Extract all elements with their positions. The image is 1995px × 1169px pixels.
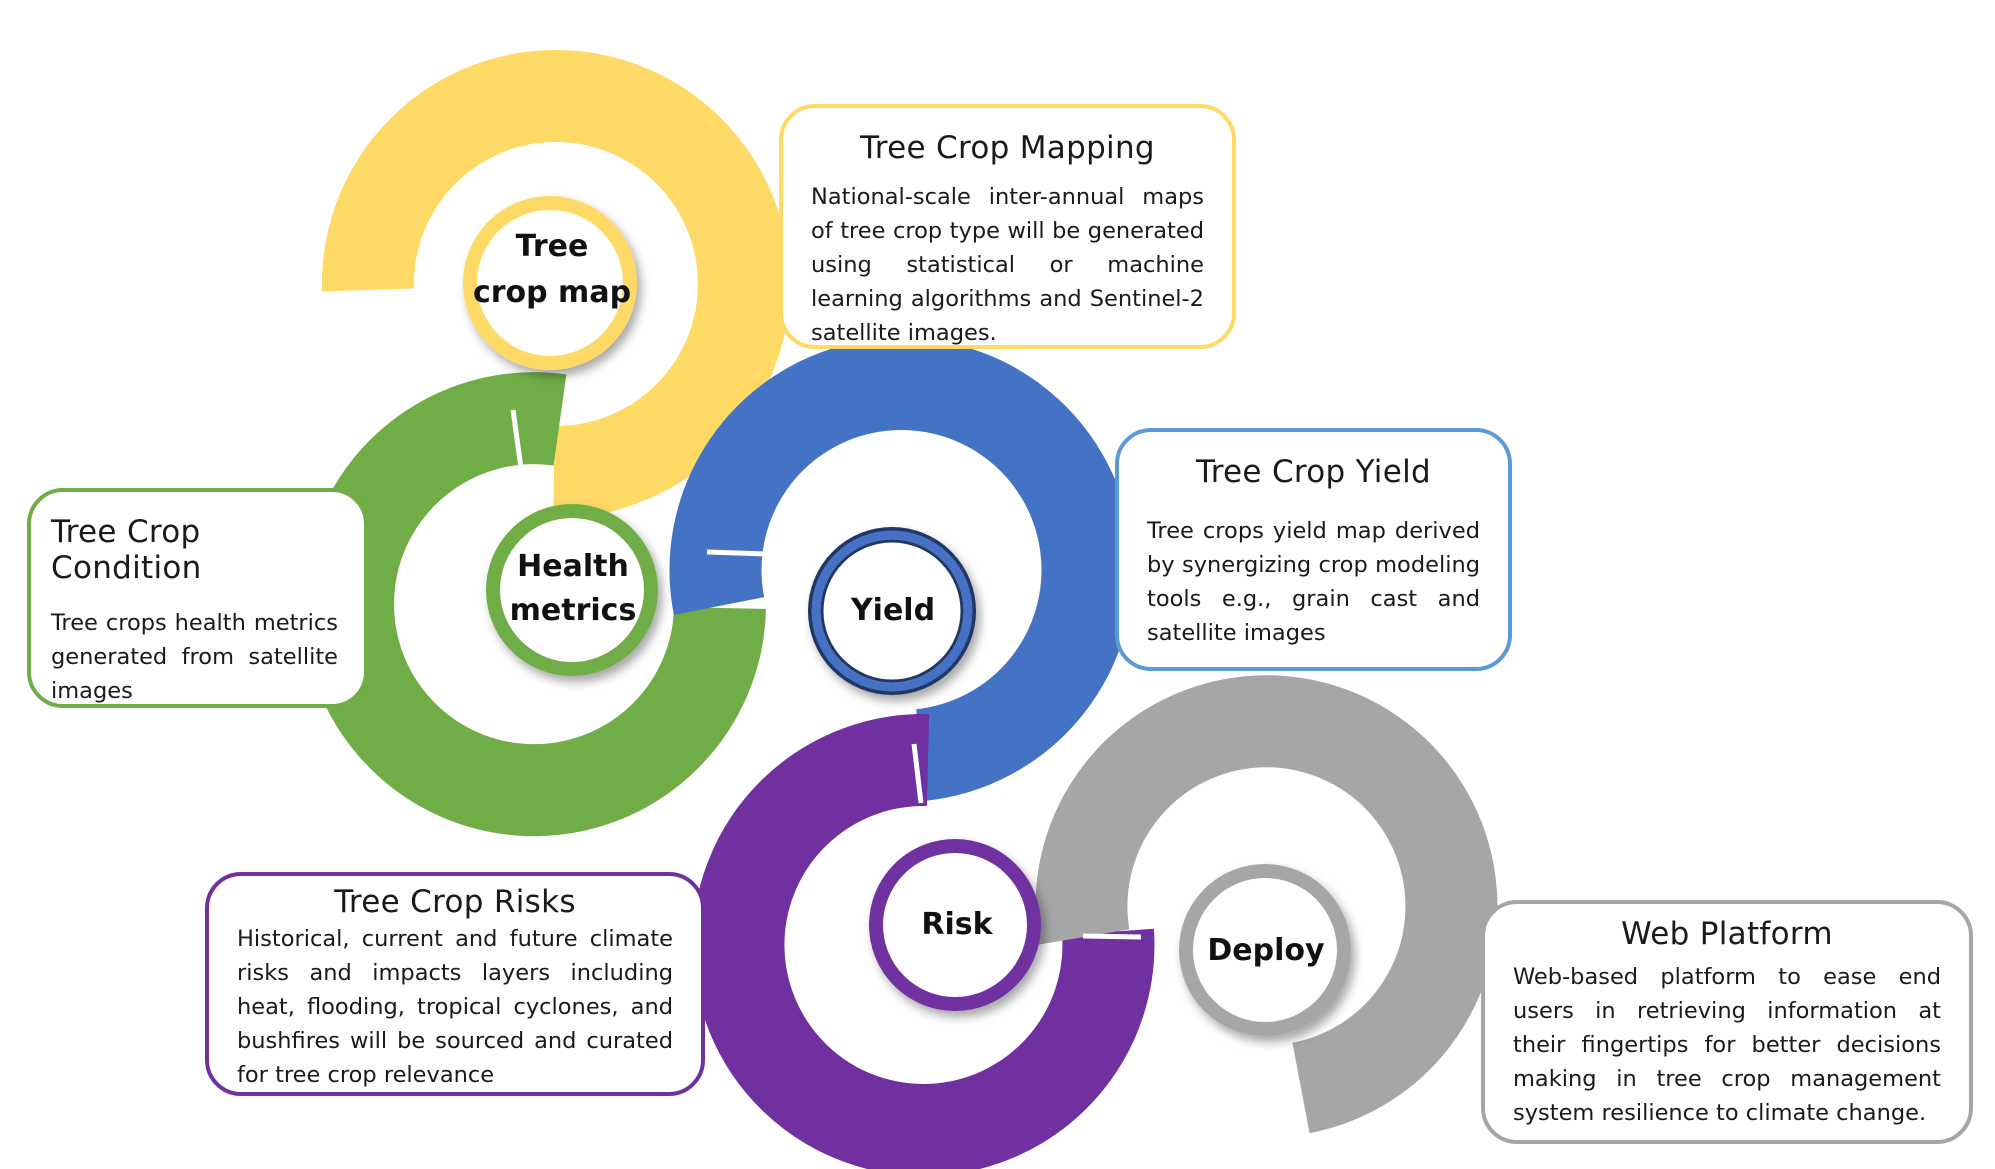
health-metrics-arc [302,372,766,837]
risk-node [869,839,1041,1011]
health-metrics-label-line2: metrics [510,593,637,628]
web-platform-box: Web Platform Web-based platform to ease … [1481,900,1973,1144]
tree-crop-map-label-line1: Tree [516,229,589,264]
deploy-node [1179,864,1351,1036]
yield-arc [669,338,1134,801]
yield-label: Yield [850,593,935,628]
tree-crop-yield-title: Tree Crop Yield [1196,454,1431,490]
web-platform-text: Web-based platform to ease end users in … [1513,964,1941,1126]
deploy-arc [1035,675,1498,1134]
tree-crop-mapping-text: National-scale inter-annual maps of tree… [811,184,1204,346]
tree-crop-mapping-title: Tree Crop Mapping [860,130,1155,166]
deploy-label: Deploy [1207,933,1325,968]
tree-crop-condition-title: Tree Crop Condition [51,514,202,586]
tree-crop-risks-box: Tree Crop Risks Historical, current and … [205,872,705,1096]
tree-crop-risks-title: Tree Crop Risks [334,884,576,920]
tree-crop-map-label-line2: crop map [473,275,631,310]
tree-crop-map-arc [321,50,790,519]
tree-crop-risks-text: Historical, current and future climate r… [237,926,673,1088]
tree-crop-mapping-box: Tree Crop Mapping National-scale inter-a… [779,104,1236,349]
health-metrics-label-line1: Health [517,549,629,584]
risk-arc [692,713,1155,1169]
yield-node [808,527,976,695]
tree-crop-map-node [463,196,637,370]
risk-label: Risk [921,907,993,942]
health-metrics-node [486,504,658,676]
tree-crop-condition-box: Tree Crop Condition Tree crops health me… [27,488,368,708]
tree-crop-yield-box: Tree Crop Yield Tree crops yield map der… [1115,428,1512,671]
tree-crop-yield-text: Tree crops yield map derived by synergiz… [1147,518,1480,646]
tree-crop-condition-text: Tree crops health metrics generated from… [51,610,338,704]
web-platform-title: Web Platform [1621,916,1833,952]
